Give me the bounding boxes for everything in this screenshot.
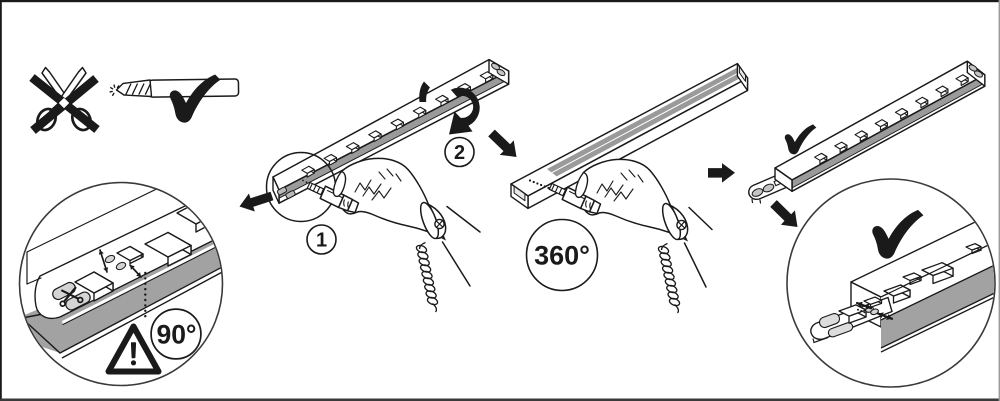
svg-text:90°: 90°	[156, 320, 196, 350]
svg-text:1: 1	[316, 230, 327, 252]
svg-text:360°: 360°	[534, 241, 590, 271]
svg-text:2: 2	[454, 142, 465, 164]
